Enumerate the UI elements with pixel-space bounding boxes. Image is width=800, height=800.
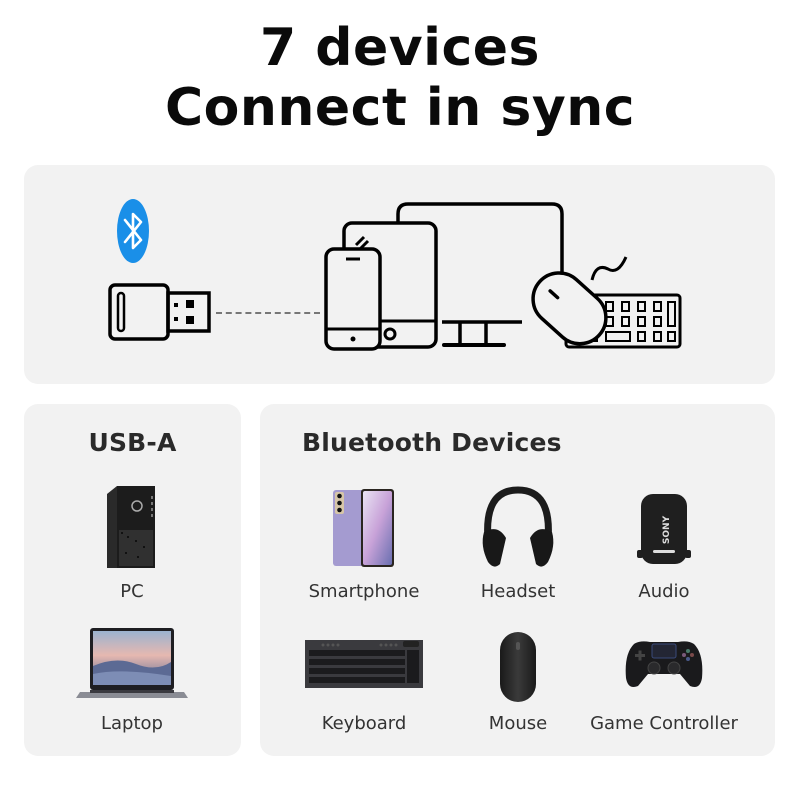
device-audio: SONY Audio bbox=[594, 486, 734, 606]
usb-a-title: USB-A bbox=[88, 428, 177, 457]
usb-dongle-icon bbox=[108, 283, 212, 341]
headline-line-2: Connect in sync bbox=[164, 78, 636, 138]
device-mouse: Mouse bbox=[448, 626, 588, 736]
usb-a-panel: USB-A PC bbox=[24, 404, 241, 756]
monitor-icon bbox=[392, 200, 568, 350]
device-headset: Headset bbox=[448, 486, 588, 606]
bluetooth-devices-title: Bluetooth Devices bbox=[302, 428, 562, 457]
bluetooth-devices-panel: Bluetooth Devices Smartphone bbox=[260, 404, 775, 756]
device-keyboard: Keyboard bbox=[294, 626, 434, 736]
device-label: Mouse bbox=[488, 713, 548, 734]
laptop-icon bbox=[76, 626, 188, 702]
device-game-controller: Game Controller bbox=[584, 626, 744, 736]
device-laptop: Laptop bbox=[62, 626, 202, 736]
device-label: Headset bbox=[480, 581, 556, 602]
smartphone-icon bbox=[324, 247, 382, 351]
device-label: Game Controller bbox=[590, 713, 738, 734]
device-smartphone: Smartphone bbox=[294, 486, 434, 606]
device-label: Audio bbox=[638, 581, 690, 602]
connection-line bbox=[216, 312, 320, 314]
connection-diagram-panel bbox=[24, 165, 775, 384]
mouse-icon bbox=[498, 630, 538, 704]
headline-line-1: 7 devices bbox=[259, 18, 541, 78]
smartphone-icon bbox=[333, 489, 395, 567]
game-controller-icon bbox=[624, 638, 704, 690]
desktop-tower-icon bbox=[107, 486, 157, 568]
mouse-icon bbox=[520, 245, 640, 355]
device-label: Laptop bbox=[101, 713, 163, 734]
device-label: Smartphone bbox=[308, 581, 420, 602]
device-label: PC bbox=[120, 581, 144, 602]
device-pc: PC bbox=[72, 486, 192, 606]
svg-text:SONY: SONY bbox=[662, 515, 672, 544]
headphones-icon bbox=[478, 486, 558, 570]
device-label: Keyboard bbox=[321, 713, 407, 734]
bluetooth-icon bbox=[116, 198, 150, 264]
keyboard-icon bbox=[305, 640, 423, 688]
speaker-icon: SONY bbox=[637, 492, 691, 566]
headline: 7 devices Connect in sync bbox=[0, 18, 800, 138]
